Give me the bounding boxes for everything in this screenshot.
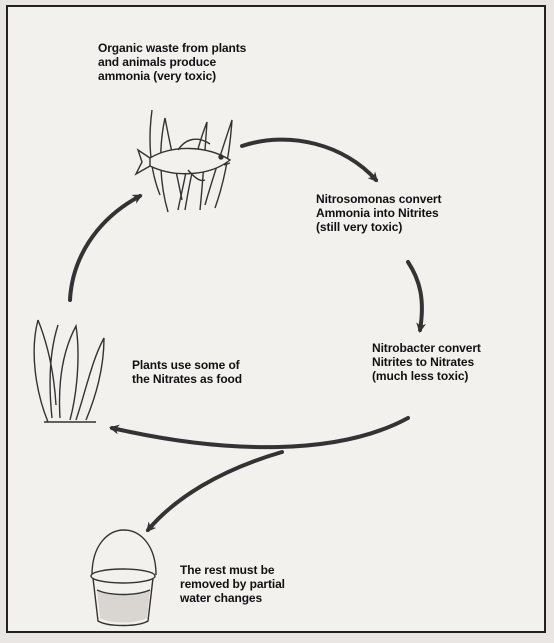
arrow-nitrosomonas-to-nitrobacter <box>408 262 422 330</box>
water-change-label: The rest must be removed by partial wate… <box>180 563 380 605</box>
bucket-icon <box>91 530 156 626</box>
organic-waste-label: Organic waste from plants and animals pr… <box>98 41 298 83</box>
arrow-nitrobacter-to-plants <box>112 418 408 447</box>
plant-icon <box>34 320 104 422</box>
arrow-plant-to-fish <box>70 196 140 300</box>
fish-with-plants-icon <box>136 110 232 212</box>
arrow-to-bucket <box>148 452 282 530</box>
arrow-fish-to-nitrosomonas <box>242 140 376 180</box>
nitrobacter-label: Nitrobacter convert Nitrites to Nitrates… <box>372 341 542 383</box>
nitrosomonas-label: Nitrosomonas convert Ammonia into Nitrit… <box>316 192 516 234</box>
plants-use-label: Plants use some of the Nitrates as food <box>132 358 332 386</box>
